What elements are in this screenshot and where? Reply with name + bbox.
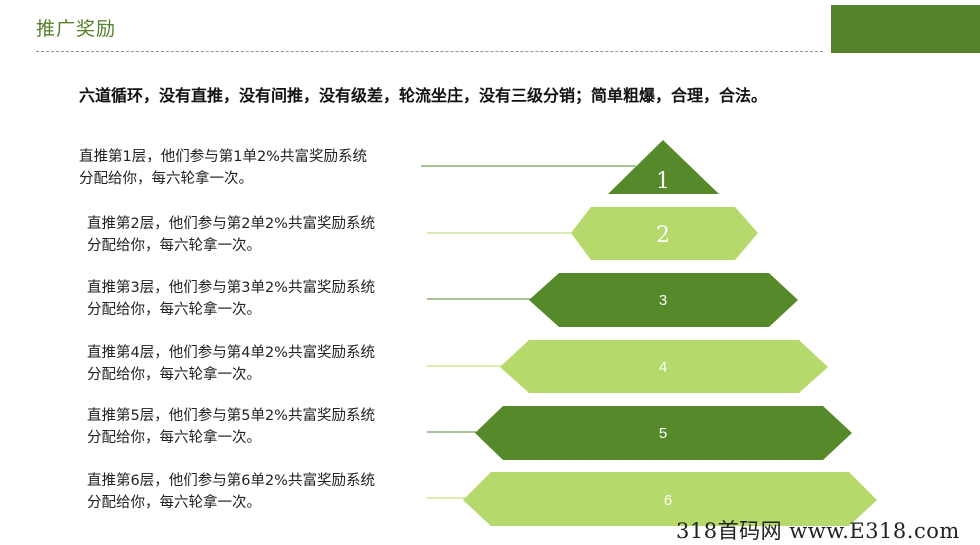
level-6-line-1: 直推第6层，他们参与第6单2%共富奖励系统: [87, 473, 375, 489]
level-2-tier: [571, 207, 758, 260]
level-3-line-1: 直推第3层，他们参与第3单2%共富奖励系统: [87, 280, 375, 296]
level-2-line-2: 分配给你，每六轮拿一次。: [87, 238, 261, 254]
level-1-tier: [608, 140, 719, 194]
site-watermark: 318首码网 www.E318.com: [676, 519, 960, 543]
level-4-line-1: 直推第4层，他们参与第4单2%共富奖励系统: [87, 345, 375, 361]
level-4-description: 直推第4层，他们参与第4单2%共富奖励系统 分配给你，每六轮拿一次。: [87, 342, 375, 386]
corner-accent-block: [831, 5, 980, 53]
level-3-number: 3: [659, 292, 667, 309]
level-5-line-2: 分配给你，每六轮拿一次。: [87, 430, 261, 446]
level-6-line-2: 分配给你，每六轮拿一次。: [87, 495, 261, 511]
summary-text: 六道循环，没有直推，没有间推，没有级差，轮流坐庄，没有三级分销；简单粗爆，合理，…: [79, 86, 768, 105]
title-divider: [36, 51, 823, 52]
level-3-description: 直推第3层，他们参与第3单2%共富奖励系统 分配给你，每六轮拿一次。: [87, 277, 375, 321]
level-4-line-2: 分配给你，每六轮拿一次。: [87, 367, 261, 383]
level-1-description: 直推第1层，他们参与第1单2%共富奖励系统 分配给你，每六轮拿一次。: [79, 146, 367, 190]
level-1-line-1: 直推第1层，他们参与第1单2%共富奖励系统: [79, 149, 367, 165]
level-3-line-2: 分配给你，每六轮拿一次。: [87, 302, 261, 318]
level-6-tier: [463, 472, 877, 526]
level-5-tier: [475, 406, 852, 460]
level-2-number: 2: [656, 223, 670, 248]
level-4-tier: [500, 340, 828, 393]
level-3-tier: [529, 273, 798, 327]
level-5-description: 直推第5层，他们参与第5单2%共富奖励系统 分配给你，每六轮拿一次。: [87, 405, 375, 449]
level-6-description: 直推第6层，他们参与第6单2%共富奖励系统 分配给你，每六轮拿一次。: [87, 470, 375, 514]
level-2-line-1: 直推第2层，他们参与第2单2%共富奖励系统: [87, 216, 375, 232]
page-title: 推广奖励: [36, 18, 117, 40]
level-5-number: 5: [659, 425, 667, 442]
level-1-line-2: 分配给你，每六轮拿一次。: [79, 171, 253, 187]
level-2-description: 直推第2层，他们参与第2单2%共富奖励系统 分配给你，每六轮拿一次。: [87, 213, 375, 257]
level-5-line-1: 直推第5层，他们参与第5单2%共富奖励系统: [87, 408, 375, 424]
level-1-number: 1: [656, 169, 670, 194]
level-4-number: 4: [659, 359, 667, 376]
level-6-number: 6: [664, 492, 672, 509]
